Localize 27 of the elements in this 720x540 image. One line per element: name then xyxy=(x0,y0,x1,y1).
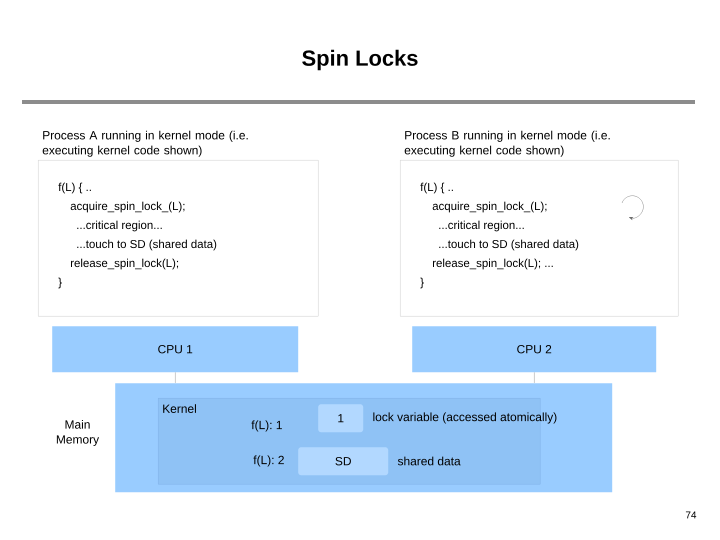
code-line: ...touch to SD (shared data) xyxy=(439,240,578,250)
code-line: f(L) { .. xyxy=(420,182,453,194)
page-number: 74 xyxy=(686,512,696,518)
address-label: f(L): 2 xyxy=(253,455,284,467)
code-line: acquire_spin_lock_(L); xyxy=(70,202,184,212)
kernel-label: Kernel xyxy=(163,404,196,413)
code-line: f(L) { .. xyxy=(58,182,91,194)
memory-label: Main Memory xyxy=(56,420,100,446)
code-line: release_spin_lock(L); xyxy=(70,258,178,270)
description-label: shared data xyxy=(398,456,461,466)
address-label: f(L): 1 xyxy=(251,420,282,432)
code-line: ...touch to SD (shared data) xyxy=(77,240,216,250)
code-line: acquire_spin_lock_(L); xyxy=(432,202,546,212)
process-heading: Process B running in kernel mode (i.e. executing kernel code shown) xyxy=(404,130,610,157)
value-box: 1 xyxy=(318,404,364,432)
cpu-box: CPU 1 xyxy=(52,326,298,372)
code-line: } xyxy=(420,278,424,288)
code-line: ...critical region... xyxy=(439,220,524,232)
code-line: ...critical region... xyxy=(77,220,162,232)
cpu-box: CPU 2 xyxy=(412,326,656,372)
code-line: } xyxy=(58,278,62,288)
value-box: SD xyxy=(298,447,388,476)
title: Spin Locks xyxy=(302,50,418,70)
process-heading: Process A running in kernel mode (i.e. executing kernel code shown) xyxy=(42,130,248,157)
connector-line xyxy=(175,372,176,384)
description-label: lock variable (accessed atomically) xyxy=(373,412,556,424)
code-line: release_spin_lock(L); ... xyxy=(432,258,553,270)
